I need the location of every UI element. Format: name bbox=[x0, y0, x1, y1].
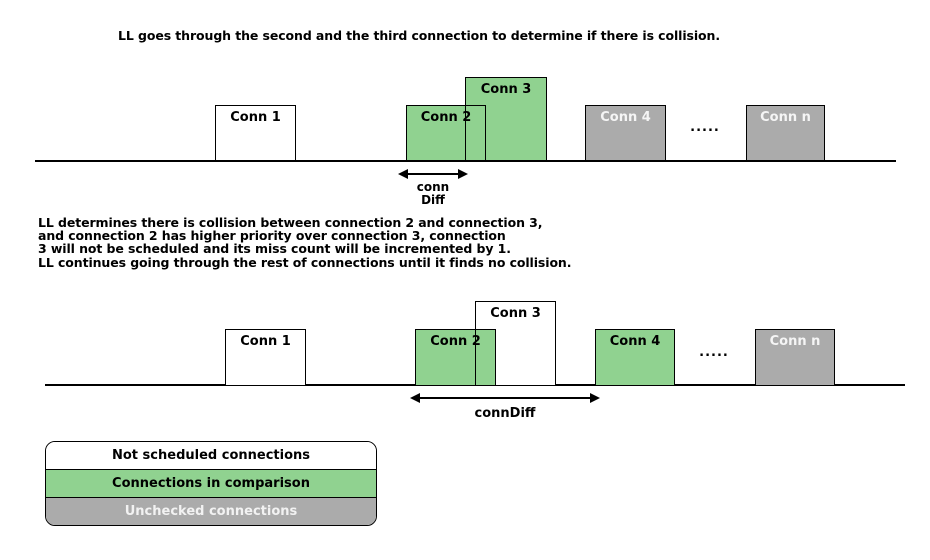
conn-diff-arrow-1 bbox=[398, 168, 468, 180]
explanation-paragraph: LL determines there is collision between… bbox=[38, 216, 571, 269]
conn-diff-label-2: connDiff bbox=[474, 406, 536, 421]
conn-box-n: Conn n bbox=[746, 105, 825, 161]
conn-diff-label-line1: conn bbox=[416, 180, 450, 194]
conn-box-4-label: Conn 4 bbox=[600, 110, 651, 125]
conn-box-4: Conn 4 bbox=[585, 105, 666, 161]
ellipsis-dots: ..... bbox=[699, 345, 729, 360]
arrow-right-head-icon bbox=[590, 393, 600, 403]
overlap-border-line bbox=[465, 105, 466, 161]
paragraph-line-4: LL continues going through the rest of c… bbox=[38, 254, 572, 270]
conn-diff-label-line2: Diff bbox=[421, 193, 445, 207]
paragraph-line-1: LL determines there is collision between… bbox=[38, 215, 543, 230]
arrow-left-head-icon bbox=[398, 169, 408, 179]
conn-box-2-label: Conn 2 bbox=[420, 110, 472, 125]
arrow-left-head-icon bbox=[410, 393, 420, 403]
conn-box-3-label: Conn 3 bbox=[480, 82, 532, 97]
arrow-right-head-icon bbox=[458, 169, 468, 179]
conn-box-n-label: Conn n bbox=[760, 110, 811, 125]
conn-box-2: Conn 2 bbox=[415, 329, 496, 386]
conn-box-2-label: Conn 2 bbox=[430, 334, 481, 349]
arrow-shaft bbox=[420, 397, 590, 399]
legend-label-in-comparison: Connections in comparison bbox=[112, 476, 310, 491]
conn-diff-label-1: conn Diff bbox=[398, 181, 468, 207]
timeline-axis-1 bbox=[35, 160, 896, 162]
conn-box-n-label: Conn n bbox=[769, 334, 821, 349]
legend-label-unchecked: Unchecked connections bbox=[124, 504, 298, 519]
conn-diff-arrow-2 bbox=[410, 392, 600, 404]
conn-box-1-label: Conn 1 bbox=[230, 110, 281, 125]
conn-box-2: Conn 2 bbox=[406, 105, 486, 161]
paragraph-line-3: 3 will not be scheduled and its miss cou… bbox=[38, 241, 511, 257]
conn-box-4-label: Conn 4 bbox=[609, 334, 661, 349]
conn-box-3-label: Conn 3 bbox=[490, 306, 541, 321]
arrow-shaft bbox=[408, 173, 458, 175]
conn-box-1-label: Conn 1 bbox=[240, 334, 291, 349]
legend-row-unchecked: Unchecked connections bbox=[46, 497, 376, 525]
conn-box-n: Conn n bbox=[755, 329, 835, 386]
legend-label-not-scheduled: Not scheduled connections bbox=[112, 448, 310, 463]
conn-box-1: Conn 1 bbox=[225, 329, 306, 386]
conn-box-1: Conn 1 bbox=[215, 105, 296, 161]
ellipsis-dots: ..... bbox=[690, 120, 720, 135]
paragraph-line-2: and connection 2 has higher priority ove… bbox=[38, 228, 506, 244]
legend-row-in-comparison: Connections in comparison bbox=[46, 469, 376, 497]
conn-box-4: Conn 4 bbox=[595, 329, 675, 386]
overlap-border-line bbox=[475, 329, 476, 386]
legend-box: Not scheduled connections Connections in… bbox=[45, 441, 377, 526]
top-caption: LL goes through the second and the third… bbox=[118, 28, 720, 43]
legend-row-not-scheduled: Not scheduled connections bbox=[46, 442, 376, 469]
